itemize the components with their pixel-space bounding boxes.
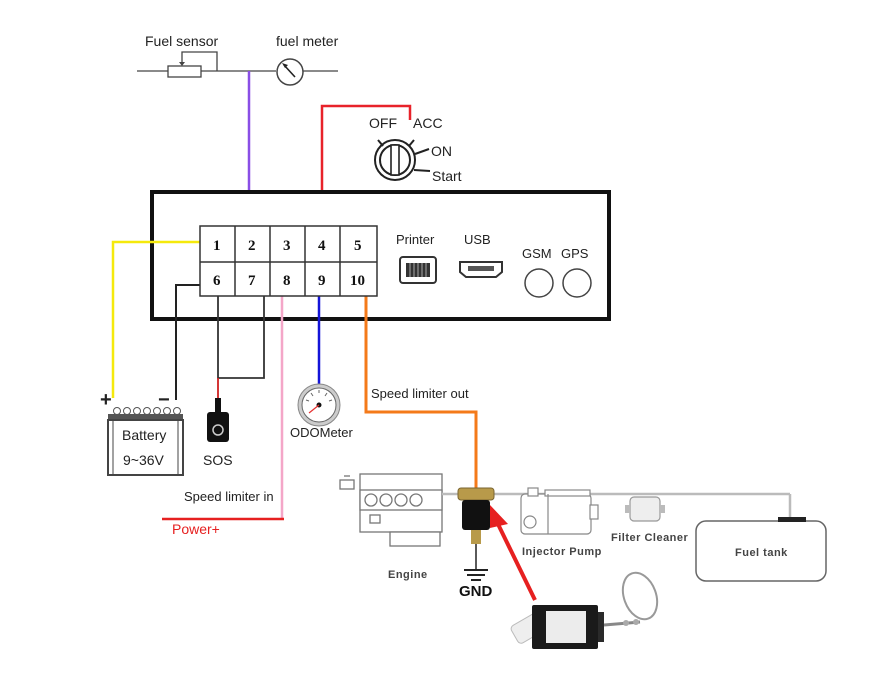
fuel-sensor-circuit: Fuel sensor fuel meter xyxy=(137,33,339,86)
speed-limiter-actuator-icon xyxy=(510,571,659,649)
pin-6: 6 xyxy=(213,273,221,289)
fuel-meter-label: fuel meter xyxy=(276,33,339,49)
battery-icon xyxy=(107,407,184,476)
ground: GND xyxy=(459,569,493,600)
pin-9: 9 xyxy=(318,273,326,289)
connector-pin-block: 1 2 3 4 5 6 7 8 9 10 xyxy=(199,225,378,297)
fuel-sensor-label: Fuel sensor xyxy=(145,33,218,49)
wire-pin7-sos xyxy=(217,296,265,379)
gps-label: GPS xyxy=(561,246,589,261)
battery-label: Battery xyxy=(122,427,166,443)
speed-limiter-out-label: Speed limiter out xyxy=(371,386,469,401)
printer-port: Printer xyxy=(396,232,437,284)
battery-voltage: 9~36V xyxy=(123,452,165,468)
injector-pump-icon xyxy=(520,487,599,535)
gsm-antenna-icon xyxy=(524,268,554,298)
usb-port: USB xyxy=(459,232,503,278)
ignition-on-label: ON xyxy=(431,143,452,159)
ignition-switch: OFF ACC ON Start xyxy=(369,115,462,184)
sos-label: SOS xyxy=(203,452,233,468)
filter-icon xyxy=(625,496,665,522)
red-arrow-icon xyxy=(490,505,537,601)
wire-pin4-red xyxy=(320,104,412,226)
pin-4: 4 xyxy=(318,238,326,254)
battery-minus-label: − xyxy=(158,389,170,411)
engine-icon xyxy=(339,473,443,547)
fuel-tank-icon xyxy=(695,520,827,582)
pin-8: 8 xyxy=(283,273,291,289)
odometer-gauge-icon xyxy=(297,383,341,427)
fuel-tank: Fuel tank xyxy=(695,517,827,582)
odometer: ODOMeter xyxy=(290,383,354,440)
printer-label: Printer xyxy=(396,232,435,247)
engine-label: Engine xyxy=(388,569,428,581)
engine: Engine xyxy=(339,473,443,581)
sos-button: SOS xyxy=(203,398,233,468)
gps-antenna-icon xyxy=(562,268,592,298)
wire-pin6-black xyxy=(175,284,210,400)
pin-5: 5 xyxy=(354,238,362,254)
ignition-acc-label: ACC xyxy=(413,115,443,131)
injector-pump: Injector Pump xyxy=(520,487,602,558)
gsm-port: GSM xyxy=(522,246,554,298)
injector-pump-label: Injector Pump xyxy=(522,546,602,558)
solenoid-coil-icon xyxy=(462,500,490,530)
gps-port: GPS xyxy=(561,246,592,298)
battery-plus-label: + xyxy=(100,389,112,411)
pin-3: 3 xyxy=(283,238,291,254)
gnd-label: GND xyxy=(459,583,493,600)
ignition-off-label: OFF xyxy=(369,115,397,131)
wire-pin1-yellow xyxy=(111,240,211,398)
pin-7: 7 xyxy=(248,273,256,289)
pin-10: 10 xyxy=(350,273,365,289)
wire-pin10-orange xyxy=(364,296,478,490)
fuel-sensor-resistor-icon xyxy=(167,65,202,78)
fuel-solenoid-valve xyxy=(457,487,495,570)
pin-2: 2 xyxy=(248,238,256,254)
gsm-label: GSM xyxy=(522,246,552,261)
usb-label: USB xyxy=(464,232,491,247)
ignition-start-label: Start xyxy=(432,168,462,184)
pin-1: 1 xyxy=(213,238,221,254)
filter-cleaner-label: Filter Cleaner xyxy=(611,532,689,544)
power-plus-label: Power+ xyxy=(172,521,220,537)
odometer-label: ODOMeter xyxy=(290,425,354,440)
ground-icon xyxy=(464,569,488,581)
speed-limiter-in-label: Speed limiter in xyxy=(184,489,274,504)
battery: + − Battery 9~36V xyxy=(100,389,184,476)
filter-cleaner: Filter Cleaner xyxy=(611,496,689,544)
fuel-tank-label: Fuel tank xyxy=(735,547,788,559)
